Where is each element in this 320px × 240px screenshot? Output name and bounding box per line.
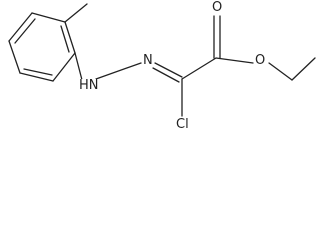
ring-bond-6 <box>31 12 66 23</box>
chlorine-atom-label: Cl <box>175 117 190 132</box>
ring-double-3 <box>60 25 70 53</box>
structure-canvas: N HN O O Cl <box>8 0 316 132</box>
ester-oxygen-label: O <box>254 53 267 68</box>
ring-nh-bond <box>74 52 83 81</box>
carbonyl-oxygen-label: O <box>211 0 224 15</box>
ethyl-bond-1 <box>268 62 293 81</box>
ring-double-1 <box>14 18 36 44</box>
methyl-bond <box>64 3 88 23</box>
nh-atom-label: HN <box>78 78 100 93</box>
ring-bond-2 <box>8 40 21 74</box>
nh-n-bond <box>95 62 142 80</box>
nitrogen-atom-label: N <box>142 53 154 68</box>
n-c-double-1 <box>154 62 183 78</box>
n-c-double-2 <box>152 67 180 83</box>
ring-double-2 <box>23 68 53 76</box>
ester-o-bond <box>215 57 254 64</box>
ring-bond-5 <box>64 21 76 54</box>
ring-bond-4 <box>52 52 76 82</box>
ring-bond-3 <box>19 72 54 82</box>
structure-drawing <box>8 3 316 117</box>
c-carbonyl-bond <box>181 57 217 80</box>
ring-bond-1 <box>8 12 33 42</box>
ethyl-bond-2 <box>291 57 316 81</box>
